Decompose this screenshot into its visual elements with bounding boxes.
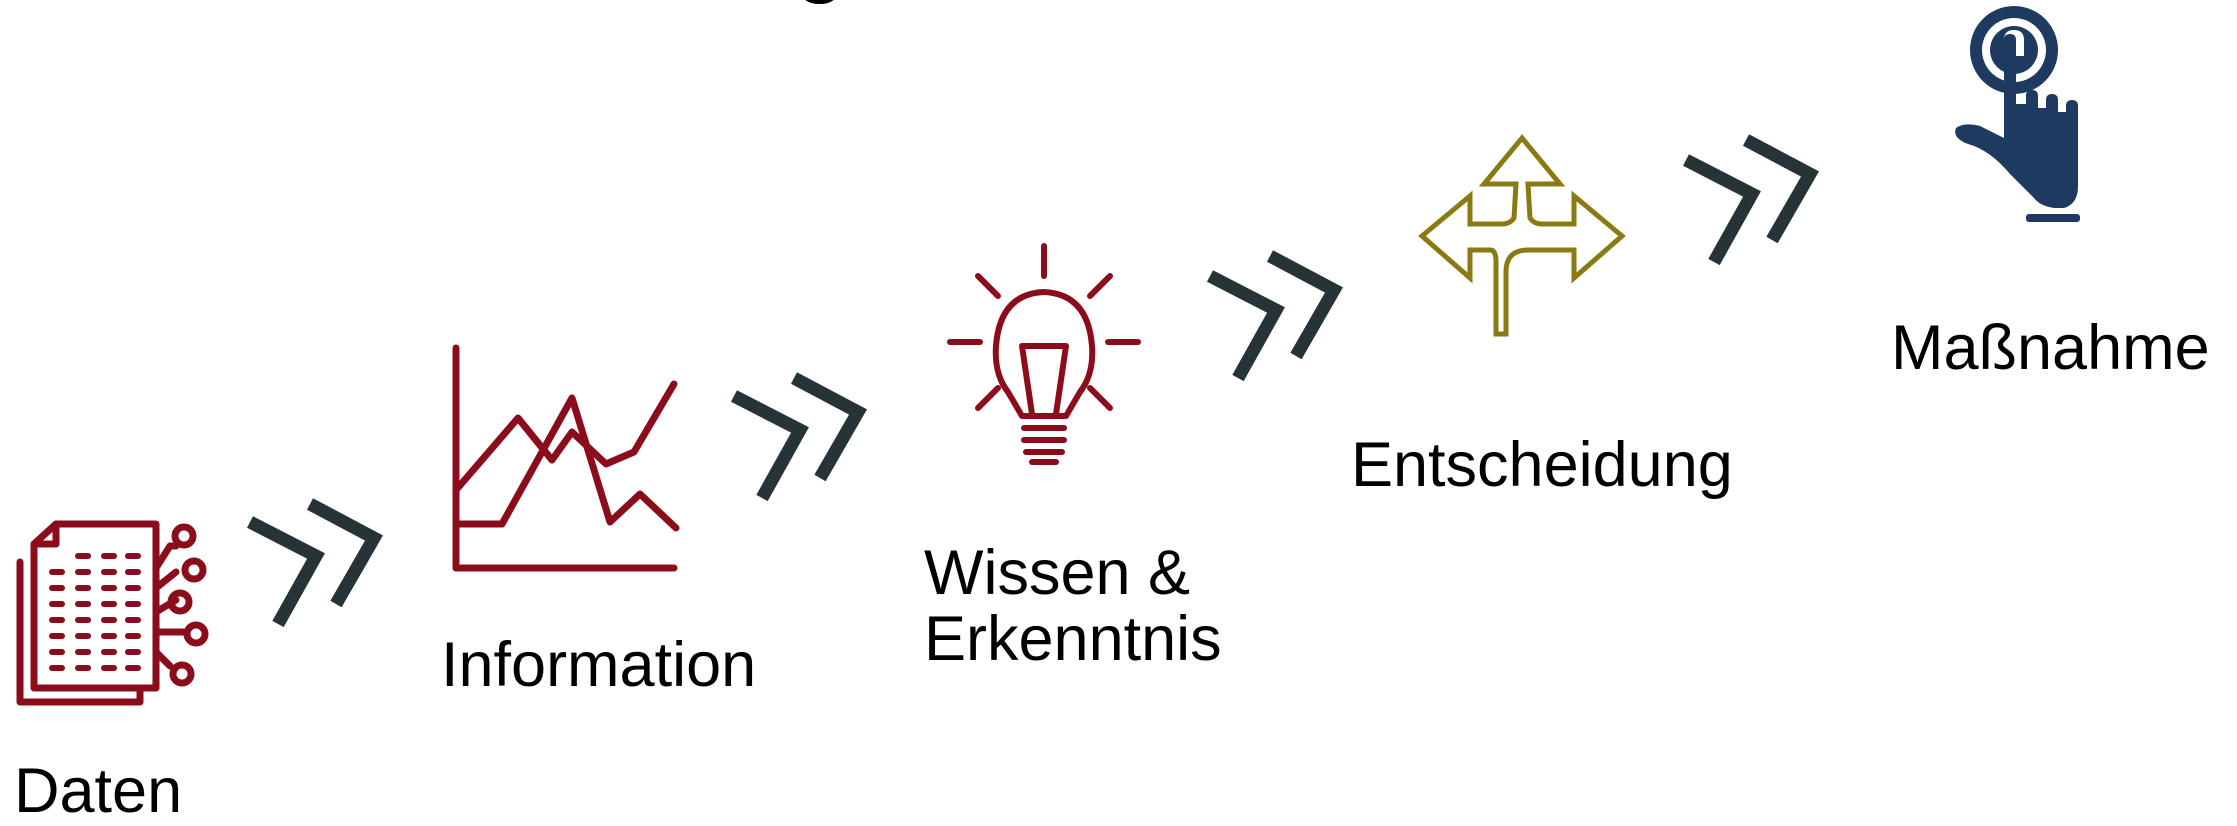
double-chevron-icon <box>1207 250 1343 382</box>
step-label-massnahme: Maßnahme <box>1891 313 2210 383</box>
step-label-wissen-line2: Erkenntnis <box>924 604 1222 674</box>
line-chart-icon <box>452 344 680 572</box>
step-label-information: Information <box>441 630 757 700</box>
split-arrows-icon <box>1418 134 1626 337</box>
step-label-wissen-erkenntnis: Wissen & Erkenntnis <box>924 540 1222 672</box>
step-label-entscheidung: Entscheidung <box>1351 430 1733 500</box>
double-chevron-icon <box>731 372 867 502</box>
lightbulb-icon <box>947 243 1141 465</box>
data-document-icon <box>16 520 209 706</box>
double-chevron-icon <box>1683 134 1819 266</box>
double-chevron-icon <box>247 498 383 628</box>
step-label-daten: Daten <box>14 756 183 826</box>
pointing-hand-icon <box>1955 6 2080 222</box>
step-label-wissen-line1: Wissen & <box>924 538 1191 608</box>
